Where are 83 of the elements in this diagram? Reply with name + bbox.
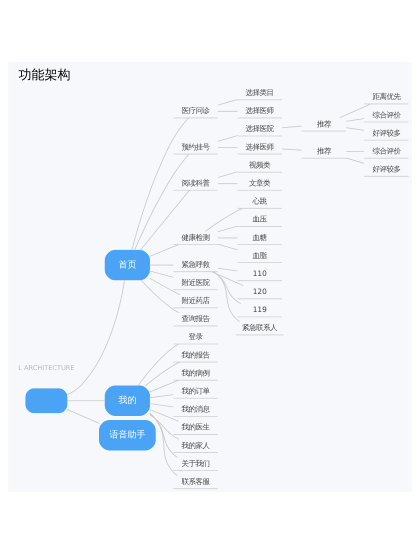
connector	[140, 280, 180, 314]
node-text: 文章类	[249, 178, 270, 188]
connector	[149, 278, 180, 296]
diagram-title: 功能架构	[18, 68, 70, 84]
node-text: 健康检测	[182, 232, 210, 242]
connector	[140, 190, 190, 251]
connector	[149, 270, 174, 278]
node-text: 推荐	[316, 119, 331, 128]
node-text: 好评较多	[372, 128, 400, 138]
node-text: 我的订单	[182, 386, 210, 396]
node-text: 我的消息	[182, 404, 210, 414]
node-text: 医疗问诊	[182, 106, 210, 116]
connector	[214, 271, 240, 322]
node-text: 阅读科普	[182, 178, 210, 188]
node-box	[25, 388, 68, 414]
connector	[218, 135, 238, 142]
node-text: 紧急联系人	[242, 323, 278, 332]
node-text: 联系客服	[182, 476, 210, 486]
connector	[66, 400, 106, 402]
connector	[218, 244, 238, 250]
connector	[149, 414, 180, 440]
connector	[212, 271, 242, 304]
connector	[205, 208, 243, 232]
node-text: 我的报告	[182, 350, 210, 360]
node-box: 语音助手	[99, 420, 156, 450]
connector	[218, 110, 238, 112]
node-text: 我的病例	[182, 368, 210, 378]
node-text: 选择医师	[246, 142, 274, 152]
connector	[282, 148, 302, 151]
node-text: 预约挂号	[182, 142, 210, 152]
node-text: 血压	[252, 214, 267, 224]
connector	[149, 264, 174, 266]
connector	[218, 147, 238, 148]
connector	[282, 126, 302, 128]
connector	[218, 171, 238, 178]
node-text: 附近医院	[182, 278, 210, 287]
connector	[346, 151, 364, 152]
node-text: 血糖	[252, 232, 267, 242]
node-text: 选择医师	[246, 106, 274, 116]
connector	[66, 409, 100, 424]
node-text: 查询报告	[182, 314, 210, 324]
connector	[138, 344, 179, 386]
connector	[134, 154, 190, 251]
connector	[218, 99, 238, 106]
node-text: 紧急呼救	[182, 260, 210, 269]
connector	[339, 104, 372, 118]
node-text: 登录	[188, 332, 203, 342]
connector	[218, 226, 238, 232]
connector	[149, 244, 179, 257]
connector	[131, 118, 189, 250]
connector	[149, 409, 179, 422]
connector	[149, 380, 179, 392]
connector	[144, 362, 180, 386]
connector	[346, 158, 364, 164]
connector	[218, 268, 238, 272]
node-text: 血脂	[252, 250, 267, 260]
connector	[346, 127, 364, 131]
connector	[66, 279, 126, 396]
connector	[346, 118, 364, 122]
connector	[149, 412, 178, 476]
node-text: 110	[252, 268, 267, 278]
node-box: 首页	[104, 250, 150, 280]
node-text: 119	[252, 305, 267, 314]
node-text: 综合评价	[372, 110, 400, 120]
node-text: 距离优先	[372, 92, 400, 102]
node-text: 好评较多	[372, 164, 400, 174]
node-box: 我的	[104, 386, 150, 416]
node-text: 视频类	[249, 160, 270, 170]
node-text: 120	[252, 287, 267, 296]
connector	[218, 183, 238, 184]
node-text: 我的医生	[182, 422, 210, 432]
node-text: 我的家人	[182, 440, 210, 450]
node-text: 综合评价	[372, 146, 400, 156]
node-text: 选择医院	[246, 124, 274, 134]
connector	[149, 403, 174, 408]
node-text: 关于我们	[182, 458, 210, 468]
node-text: 选择类目	[246, 88, 274, 98]
node-text: 附近药店	[182, 296, 210, 306]
node-text: 心跳	[252, 196, 267, 206]
connector	[149, 394, 174, 398]
connector	[149, 413, 178, 458]
node-text: 推荐	[316, 146, 331, 156]
connector	[211, 271, 244, 286]
